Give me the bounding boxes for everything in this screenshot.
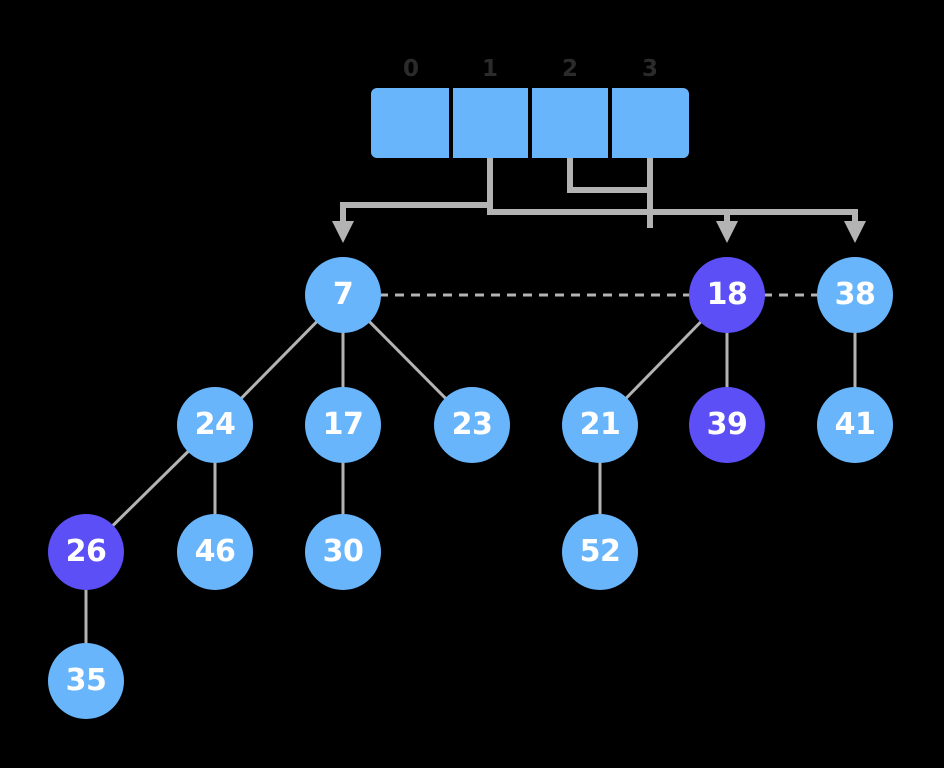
- tree-node-21[interactable]: 21: [562, 387, 638, 463]
- tree-node-30[interactable]: 30: [305, 514, 381, 590]
- tree-node-23[interactable]: 23: [434, 387, 510, 463]
- bucket-index-label-0: 0: [402, 56, 419, 82]
- connector-cell1-to-node7: [340, 158, 493, 228]
- tree-node-39[interactable]: 39: [689, 387, 765, 463]
- connector-cell2-to-node18: [567, 158, 653, 228]
- edge-24-26: [110, 449, 191, 528]
- arrowhead-to-node38: [844, 221, 866, 243]
- arrowhead-to-node18: [716, 221, 738, 243]
- bucket-cell-1[interactable]: [452, 88, 528, 158]
- edge-7-23: [367, 319, 448, 401]
- tree-node-52[interactable]: 52: [562, 514, 638, 590]
- tree-node-35[interactable]: 35: [48, 643, 124, 719]
- tree-node-18[interactable]: 18: [689, 257, 765, 333]
- tree-node-38[interactable]: 38: [817, 257, 893, 333]
- tree-node-26[interactable]: 26: [48, 514, 124, 590]
- tree-node-24[interactable]: 24: [177, 387, 253, 463]
- edge-18-21: [624, 319, 703, 401]
- tree-node-41[interactable]: 41: [817, 387, 893, 463]
- connector-merge-cell1-lower: [487, 205, 730, 228]
- connector-cell3-to-node38: [647, 158, 858, 228]
- bucket-index-label-2: 2: [561, 56, 578, 82]
- tree-node-7[interactable]: 7: [305, 257, 381, 333]
- tree-node-46[interactable]: 46: [177, 514, 253, 590]
- bucket-index-label-3: 3: [641, 56, 658, 82]
- bucket-index-label-1: 1: [481, 56, 498, 82]
- tree-node-17[interactable]: 17: [305, 387, 381, 463]
- edge-7-24: [239, 319, 319, 401]
- bucket-cell-0[interactable]: [371, 88, 449, 158]
- bucket-cell-2[interactable]: [532, 88, 608, 158]
- bucket-cell-3[interactable]: [611, 88, 689, 158]
- arrowhead-to-node7: [332, 221, 354, 243]
